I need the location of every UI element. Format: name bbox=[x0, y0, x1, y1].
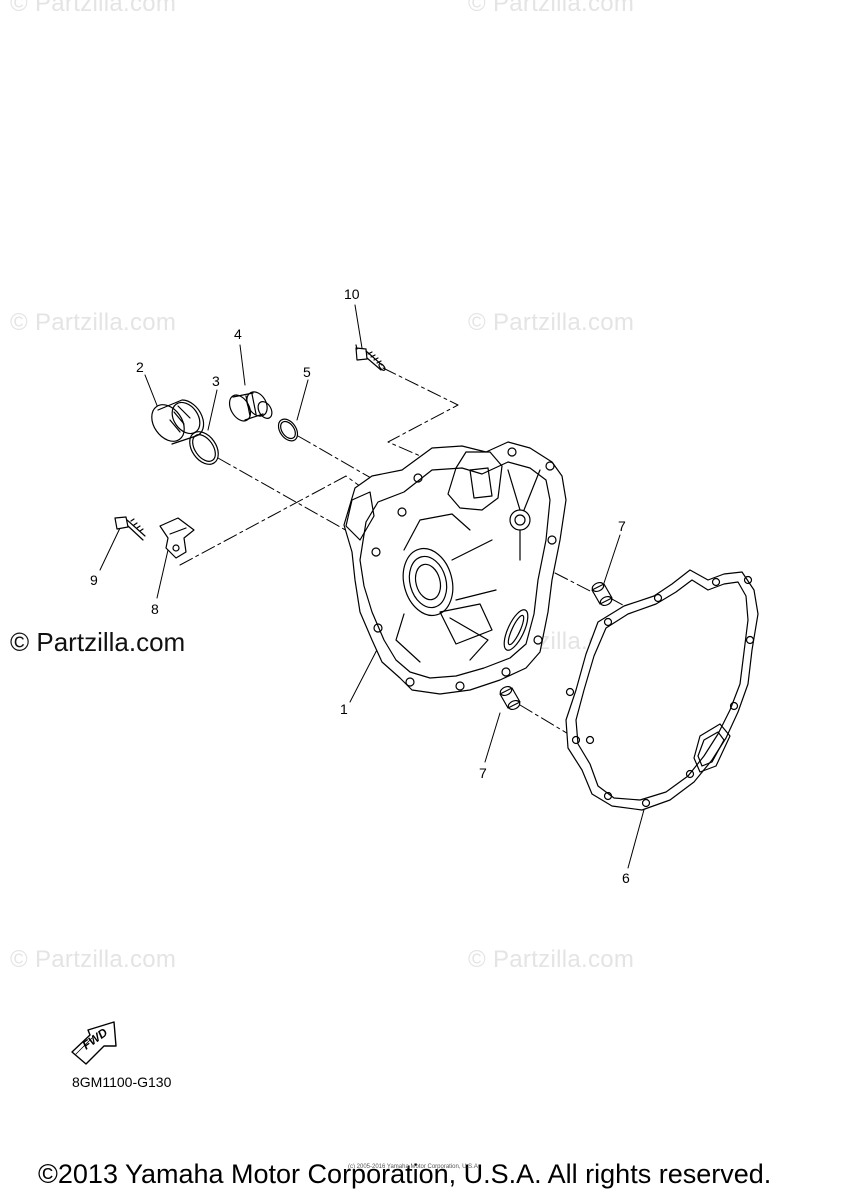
dowel-pin-part-7-lower bbox=[499, 685, 521, 711]
crankcase-cover-part-1 bbox=[343, 441, 567, 695]
callout-3: 3 bbox=[212, 373, 220, 389]
watermark: © Partzilla.com bbox=[468, 946, 635, 973]
copyright-notice: ©2013 Yamaha Motor Corporation, U.S.A. A… bbox=[38, 1159, 772, 1189]
watermark: © Partzilla.com bbox=[10, 0, 177, 17]
callout-labels: 10 4 2 3 5 9 8 7 1 7 6 bbox=[90, 286, 630, 886]
o-ring-part-3 bbox=[189, 431, 219, 465]
dowel-pin-part-7-upper bbox=[591, 581, 613, 607]
watermark-main: © Partzilla.com bbox=[10, 627, 186, 657]
callout-9: 9 bbox=[90, 572, 98, 588]
callout-5: 5 bbox=[303, 364, 311, 380]
callout-1: 1 bbox=[340, 701, 348, 717]
diagram-code: 8GM1100-G130 bbox=[72, 1074, 172, 1090]
plug-cap-part-2 bbox=[151, 399, 205, 445]
watermark: © Partzilla.com bbox=[468, 0, 635, 17]
clamp-part-8 bbox=[159, 517, 195, 559]
fwd-arrow-icon: FWD bbox=[71, 1021, 117, 1065]
gasket-part-6 bbox=[565, 569, 759, 811]
callout-10: 10 bbox=[344, 286, 360, 302]
callout-2: 2 bbox=[136, 359, 144, 375]
copyright-small-print: (c) 2005-2016 Yamaha Motor Corporation, … bbox=[348, 1164, 480, 1170]
screw-part-9 bbox=[114, 516, 146, 541]
watermark: © Partzilla.com bbox=[10, 946, 177, 973]
plug-part-4 bbox=[228, 391, 273, 422]
callout-8: 8 bbox=[151, 601, 159, 617]
callout-7-upper: 7 bbox=[618, 518, 626, 534]
callout-4: 4 bbox=[234, 326, 242, 342]
watermark: © Partzilla.com bbox=[468, 309, 635, 336]
callout-6: 6 bbox=[622, 870, 630, 886]
callout-7-lower: 7 bbox=[479, 765, 487, 781]
bolt-part-10 bbox=[355, 344, 386, 371]
watermark: © Partzilla.com bbox=[10, 309, 177, 336]
o-ring-part-5 bbox=[277, 418, 299, 442]
